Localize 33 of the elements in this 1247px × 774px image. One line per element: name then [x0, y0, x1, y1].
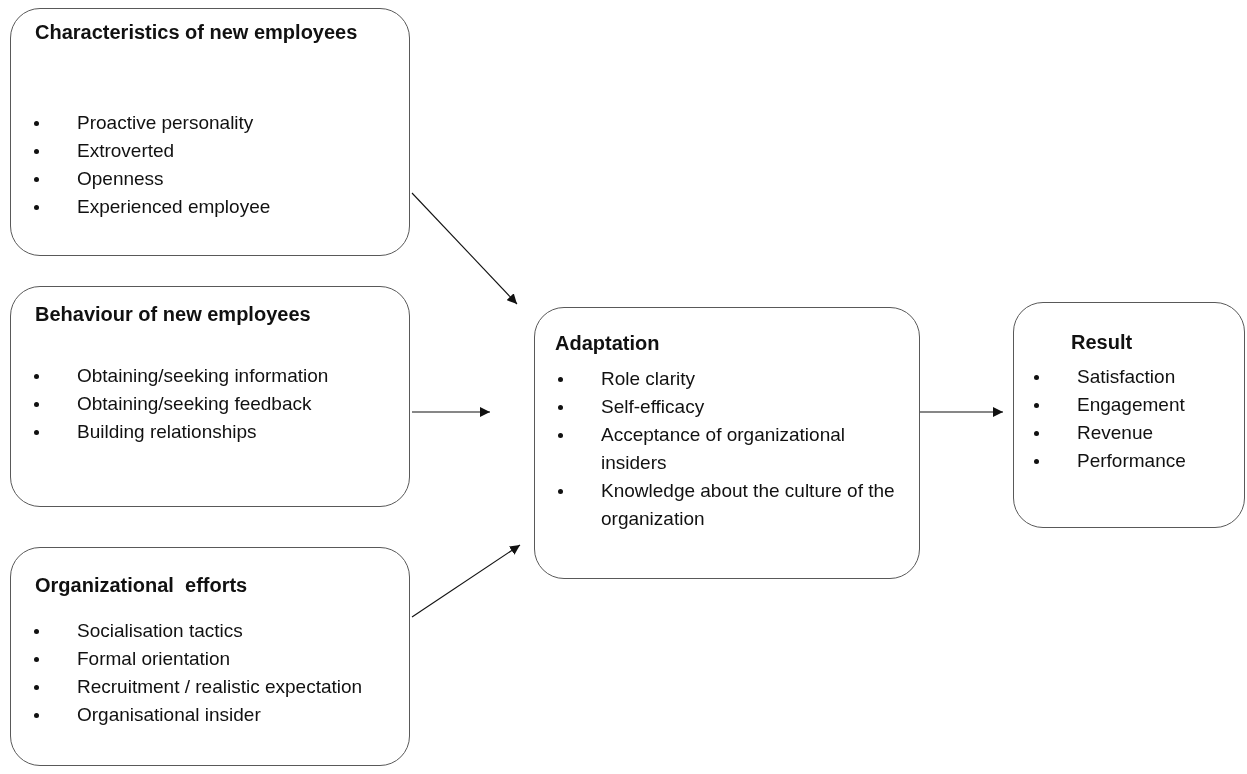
bullet-item: Role clarity — [554, 365, 904, 393]
rounded-box — [10, 547, 410, 766]
arrow — [411, 544, 521, 618]
bullet-item: Obtaining/seeking feedback — [30, 390, 410, 418]
bullet-item: Openness — [30, 165, 400, 193]
bullet-item: Socialisation tactics — [30, 617, 400, 645]
bullet-item: Extroverted — [30, 137, 400, 165]
bullet-item: Recruitment / realistic expectation — [30, 673, 400, 701]
bullet-item: Revenue — [1030, 419, 1245, 447]
box-heading: Behaviour of new employees — [35, 302, 312, 327]
rounded-box — [10, 8, 410, 256]
arrow — [919, 407, 1004, 417]
bullet-item: Building relationships — [30, 418, 410, 446]
arrow — [411, 407, 491, 417]
rounded-box — [10, 286, 410, 507]
box-heading: Characteristics of new employees — [35, 20, 359, 45]
box-heading: Organizational efforts — [35, 573, 249, 598]
bullet-item: Organisational insider — [30, 701, 400, 729]
bullet-item: Obtaining/seeking information — [30, 362, 410, 390]
bullet-item: Self-efficacy — [554, 393, 904, 421]
bullet-item: Satisfaction — [1030, 363, 1245, 391]
bullet-item: Knowledge about the culture of the organization — [554, 477, 904, 533]
bullet-item: Acceptance of organizational insiders — [554, 421, 904, 477]
bullet-item: Proactive personality — [30, 109, 400, 137]
bullet-item: Experienced employee — [30, 193, 400, 221]
box-heading: Adaptation — [555, 331, 661, 356]
rounded-box — [534, 307, 920, 579]
bullet-item: Formal orientation — [30, 645, 400, 673]
bullet-item: Performance — [1030, 447, 1245, 475]
box-heading: Result — [1071, 330, 1134, 355]
arrow — [411, 192, 518, 305]
rounded-box — [1013, 302, 1245, 528]
bullet-item: Engagement — [1030, 391, 1245, 419]
